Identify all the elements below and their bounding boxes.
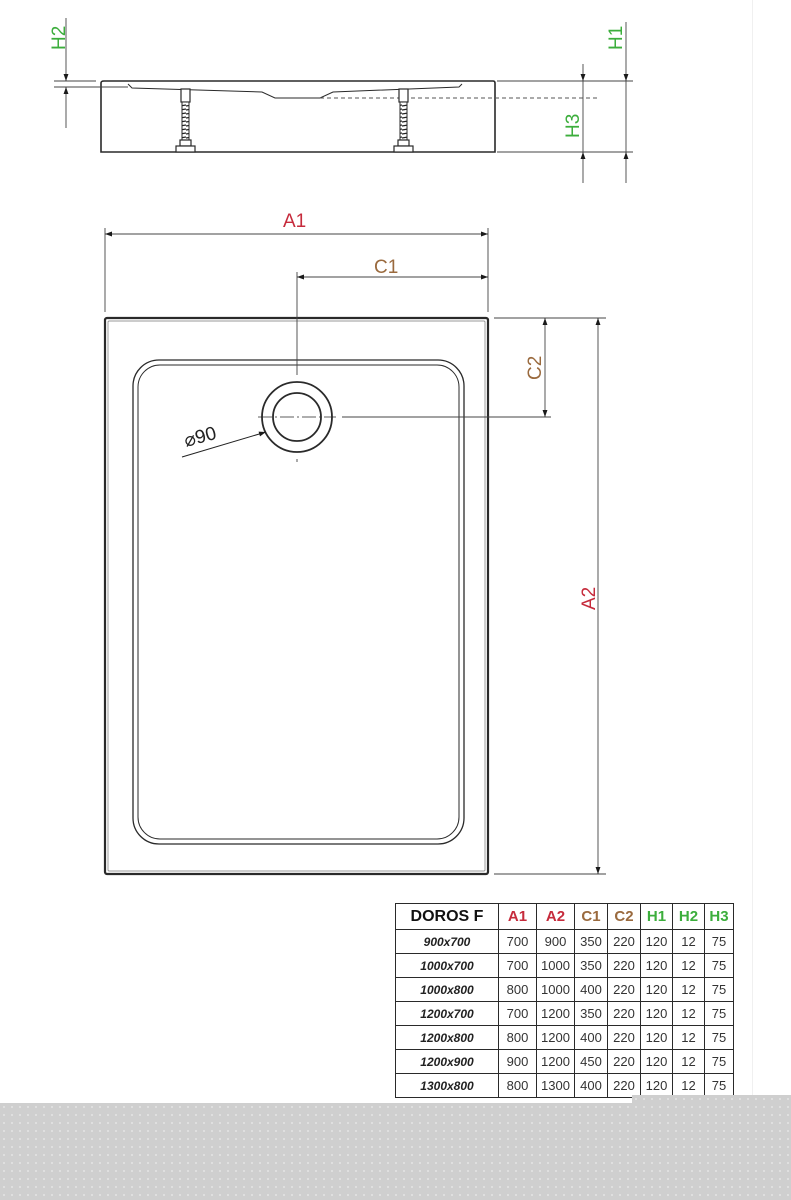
adjustable-leg-icon <box>393 88 414 153</box>
h3-cell: 75 <box>704 1049 734 1074</box>
col-header-h3: H3 <box>704 903 734 930</box>
model-cell: 1000x800 <box>395 977 499 1002</box>
h2-cell: 12 <box>672 1073 705 1098</box>
side-view <box>54 18 633 183</box>
a2-dimension <box>494 318 606 875</box>
model-cell: 1200x700 <box>395 1001 499 1026</box>
c1-cell: 350 <box>574 1001 608 1026</box>
model-cell: 1200x800 <box>395 1025 499 1050</box>
h1-cell: 120 <box>640 1073 673 1098</box>
c2-cell: 220 <box>607 977 641 1002</box>
col-header-a2: A2 <box>536 903 575 930</box>
cropped-area-overlay <box>0 1103 791 1200</box>
table-header-row: DOROS F A1 A2 C1 C2 H1 H2 H3 <box>395 903 734 930</box>
a1-cell: 800 <box>498 1025 537 1050</box>
c2-cell: 220 <box>607 1001 641 1026</box>
col-header-c2: C2 <box>607 903 641 930</box>
h2-cell: 12 <box>672 1025 705 1050</box>
h2-label: H2 <box>49 26 70 50</box>
c1-cell: 350 <box>574 929 608 954</box>
c1-label: C1 <box>374 257 398 278</box>
model-cell: 1000x700 <box>395 953 499 978</box>
a1-cell: 800 <box>498 977 537 1002</box>
c1-cell: 400 <box>574 1025 608 1050</box>
h2-cell: 12 <box>672 929 705 954</box>
a1-cell: 900 <box>498 1049 537 1074</box>
h3-cell: 75 <box>704 1001 734 1026</box>
table-row: 1200x700 700 1200 350 220 120 12 75 <box>395 1001 734 1026</box>
c2-cell: 220 <box>607 953 641 978</box>
h1-cell: 120 <box>640 1049 673 1074</box>
c1-dimension <box>296 272 488 462</box>
h2-cell: 12 <box>672 953 705 978</box>
c2-cell: 220 <box>607 1073 641 1098</box>
dimensions-table: DOROS F A1 A2 C1 C2 H1 H2 H3 900x700 700… <box>395 903 734 1098</box>
c1-cell: 350 <box>574 953 608 978</box>
h3-cell: 75 <box>704 929 734 954</box>
model-cell: 900x700 <box>395 929 499 954</box>
h1-cell: 120 <box>640 1001 673 1026</box>
h2-cell: 12 <box>672 1001 705 1026</box>
c2-cell: 220 <box>607 1049 641 1074</box>
a2-cell: 900 <box>536 929 575 954</box>
a1-label: A1 <box>283 211 306 232</box>
model-cell: 1200x900 <box>395 1049 499 1074</box>
a2-cell: 1000 <box>536 977 575 1002</box>
a1-cell: 700 <box>498 1001 537 1026</box>
h3-cell: 75 <box>704 1073 734 1098</box>
h1-label: H1 <box>606 26 627 50</box>
c1-cell: 400 <box>574 1073 608 1098</box>
h2-dimension <box>54 18 128 128</box>
h1-cell: 120 <box>640 1025 673 1050</box>
h1-cell: 120 <box>640 929 673 954</box>
table-row: 1000x800 800 1000 400 220 120 12 75 <box>395 977 734 1002</box>
a2-cell: 1000 <box>536 953 575 978</box>
adjustable-leg-icon <box>175 88 196 153</box>
h2-cell: 12 <box>672 977 705 1002</box>
c2-dimension <box>342 317 606 418</box>
h1-cell: 120 <box>640 953 673 978</box>
h3-label: H3 <box>563 114 584 138</box>
c1-cell: 400 <box>574 977 608 1002</box>
h3-cell: 75 <box>704 953 734 978</box>
h3-cell: 75 <box>704 1025 734 1050</box>
col-header-h1: H1 <box>640 903 673 930</box>
a2-cell: 1200 <box>536 1001 575 1026</box>
table-row: 900x700 700 900 350 220 120 12 75 <box>395 929 734 954</box>
col-header-h2: H2 <box>672 903 705 930</box>
h3-cell: 75 <box>704 977 734 1002</box>
a2-label: A2 <box>579 587 600 610</box>
a1-cell: 700 <box>498 953 537 978</box>
a1-cell: 800 <box>498 1073 537 1098</box>
h1-h3-dimension <box>497 22 633 183</box>
table-row: 1200x800 800 1200 400 220 120 12 75 <box>395 1025 734 1050</box>
table-row: 1200x900 900 1200 450 220 120 12 75 <box>395 1049 734 1074</box>
page-edge-rule <box>752 0 753 1100</box>
col-header-a1: A1 <box>498 903 537 930</box>
c2-cell: 220 <box>607 1025 641 1050</box>
a1-dimension <box>104 228 489 312</box>
c2-label: C2 <box>525 356 546 380</box>
top-view <box>103 228 606 876</box>
a1-cell: 700 <box>498 929 537 954</box>
h1-cell: 120 <box>640 977 673 1002</box>
table-row: 1300x800 800 1300 400 220 120 12 75 <box>395 1073 734 1098</box>
a2-cell: 1200 <box>536 1049 575 1074</box>
a2-cell: 1200 <box>536 1025 575 1050</box>
table-row: 1000x700 700 1000 350 220 120 12 75 <box>395 953 734 978</box>
c1-cell: 450 <box>574 1049 608 1074</box>
drain-icon <box>258 381 336 453</box>
col-header-c1: C1 <box>574 903 608 930</box>
table-title: DOROS F <box>395 903 499 930</box>
h2-cell: 12 <box>672 1049 705 1074</box>
c2-cell: 220 <box>607 929 641 954</box>
a2-cell: 1300 <box>536 1073 575 1098</box>
model-cell: 1300x800 <box>395 1073 499 1098</box>
cropped-area-overlay <box>632 1095 791 1105</box>
